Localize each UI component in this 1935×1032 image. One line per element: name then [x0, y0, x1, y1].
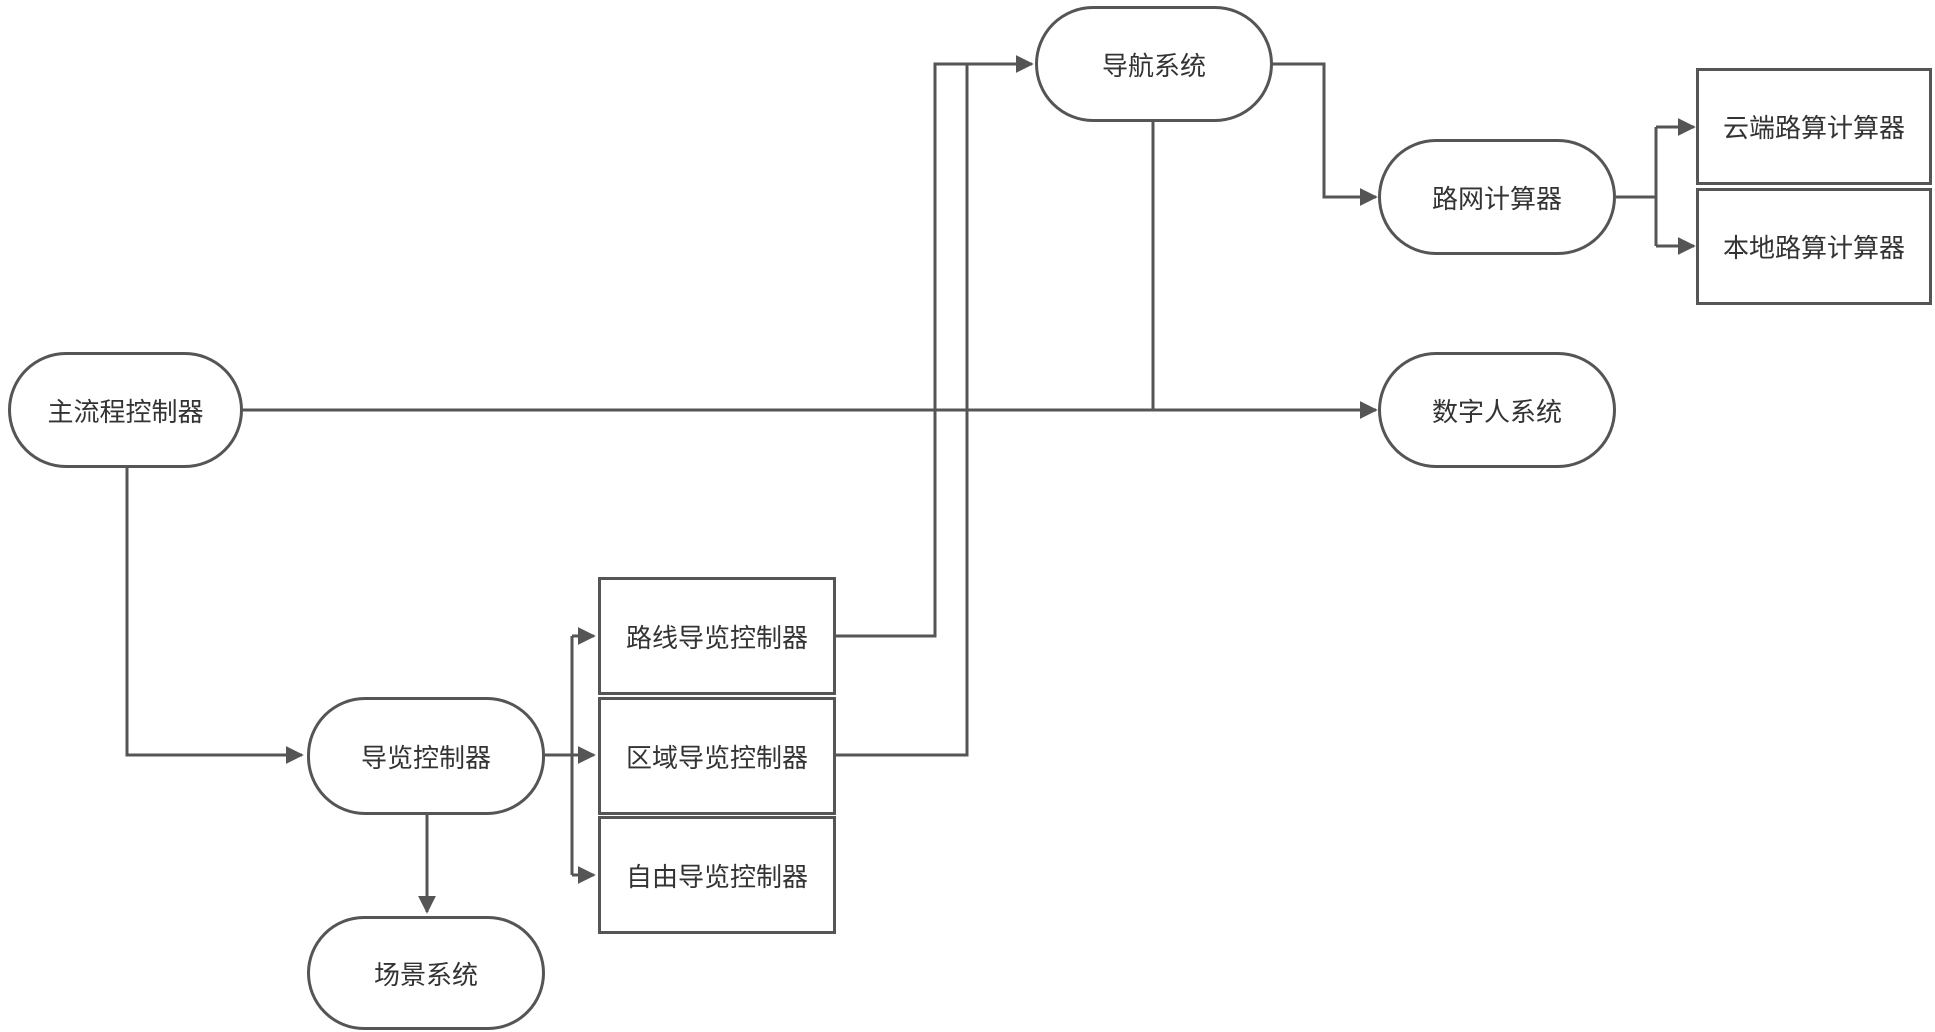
- node-area-tour-controller: 区域导览控制器: [598, 697, 836, 815]
- node-cloud-route-calculator: 云端路算计算器: [1696, 68, 1932, 185]
- node-navigation-system: 导航系统: [1035, 6, 1273, 122]
- edge-main-to-tour: [125, 468, 304, 764]
- edge-navigation-to-road-network: [1272, 62, 1378, 206]
- node-route-tour-controller: 路线导览控制器: [598, 577, 836, 695]
- node-tour-controller: 导览控制器: [307, 697, 545, 815]
- edge-route-tour-to-navigation: [836, 55, 1034, 638]
- node-digital-human-system: 数字人系统: [1378, 352, 1616, 468]
- node-scene-system: 场景系统: [307, 916, 545, 1030]
- node-free-tour-controller: 自由导览控制器: [598, 816, 836, 934]
- node-local-route-calculator: 本地路算计算器: [1696, 188, 1932, 305]
- node-main-process-controller: 主流程控制器: [8, 352, 243, 468]
- node-road-network-calculator: 路网计算器: [1378, 139, 1616, 255]
- edge-area-tour-to-navigation: [836, 64, 969, 757]
